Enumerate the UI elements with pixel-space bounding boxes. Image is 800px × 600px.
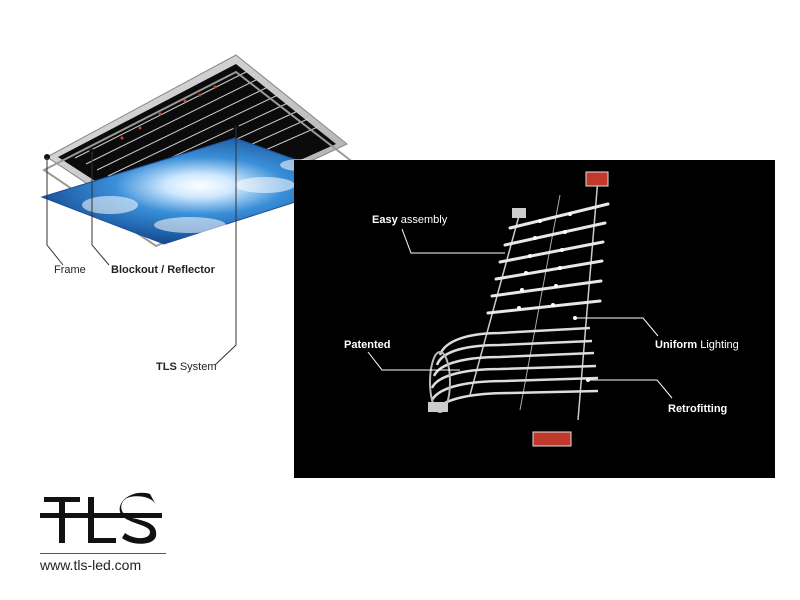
led-nodes [517,212,572,310]
uniform-lighting-label-rest: Lighting [697,339,739,351]
uniform-callout-dot [573,316,577,320]
tls-callout-line [214,127,237,366]
easy-assembly-label-bold: Easy [372,214,398,226]
patented-callout-line [367,351,460,371]
retrofitting-label: Retrofitting [668,403,728,415]
tls-system-label: TLS System [156,361,217,373]
exploded-ceiling-assembly [40,54,360,366]
bottom-left-bracket [428,402,448,412]
top-red-bracket [585,171,609,187]
blockout-callout-line [91,152,110,266]
retrofitting-callout-line [588,379,673,399]
easy-assembly-label-rest: assembly [397,214,448,226]
retrofitting-callout-dot [586,378,590,382]
top-left-bracket [512,208,526,218]
frame-callout-line [46,157,64,266]
flat-led-bars [486,202,610,315]
uniform-lighting-label: Uniform Lighting [655,339,739,351]
mid-cable [519,194,561,411]
led-red-dots [120,85,217,140]
patented-label: Patented [344,339,391,351]
website-url[interactable]: www.tls-led.com [40,557,142,573]
tls-system-render [428,171,610,447]
tls-logo-icon [40,492,162,544]
bottom-red-bracket [532,431,572,447]
curved-led-bundle [430,326,599,411]
frame-label: Frame [54,264,86,276]
product-black-panel [294,160,775,478]
tls-system-label-rest: System [176,361,217,373]
tls-system-label-bold: TLS [156,361,177,373]
uniform-callout-line [575,317,659,337]
uniform-lighting-label-bold: Uniform [655,339,698,351]
logo-divider [40,553,166,554]
easy-assembly-label: Easy assembly [372,214,447,226]
easy-callout-line [401,228,505,254]
blockout-reflector-label: Blockout / Reflector [111,264,215,276]
